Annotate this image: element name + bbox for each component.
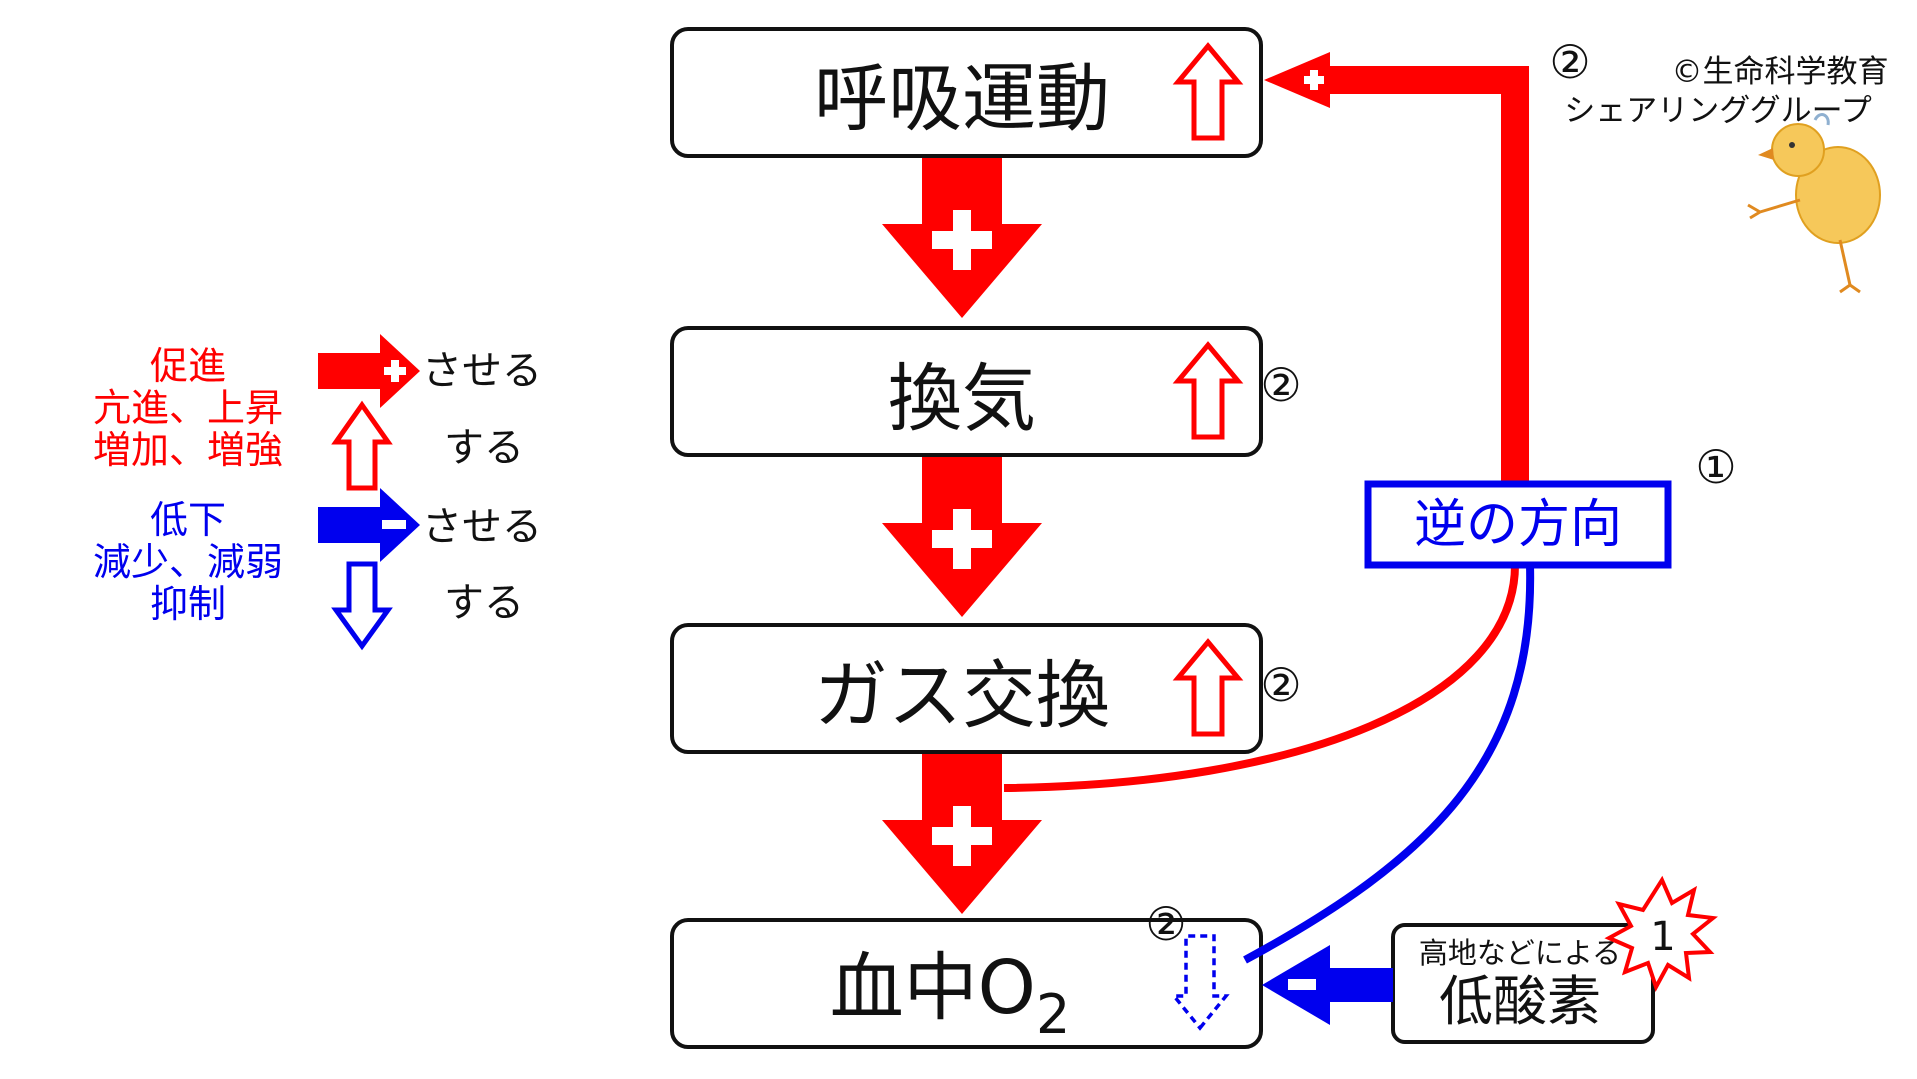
marker-two-ventilation: ②	[1260, 358, 1301, 412]
legend: 促進 亢進、上昇 増加、増強 させる する 低下 減少、減弱 抑制 させる	[93, 334, 542, 651]
box-ventilation-label: 換気	[888, 356, 1036, 442]
marker-two-top: ②	[1549, 35, 1590, 89]
legend-make-label-red: させる	[422, 348, 542, 394]
plus-down-arrow-2	[882, 457, 1042, 617]
plus-down-arrow-1	[882, 158, 1042, 318]
legend-make-label-blue: させる	[422, 504, 542, 550]
minus-icon	[1288, 979, 1316, 990]
marker-one: ①	[1695, 440, 1736, 494]
legend-down-arrow	[331, 561, 393, 651]
legend-suppress-1: 低下	[150, 498, 226, 542]
box-reverse-direction: 逆の方向	[1364, 480, 1672, 569]
blue-feedback-curve	[1243, 564, 1535, 964]
red-feedback-stem	[1330, 66, 1529, 565]
box-gas-exchange: ガス交換	[670, 623, 1263, 754]
marker-two-gas: ②	[1260, 658, 1301, 712]
legend-up-arrow	[331, 400, 393, 491]
box-ventilation: 換気	[670, 326, 1263, 457]
marker-two-blood: ②	[1145, 897, 1186, 951]
legend-do-label-red: する	[444, 425, 524, 471]
legend-do-label-blue: する	[444, 580, 524, 626]
box-gas-exchange-label: ガス交換	[814, 653, 1110, 739]
star-marker: 1	[1604, 875, 1718, 992]
legend-suppress-2: 減少、減弱	[93, 540, 283, 584]
box-blood-o2-label: 血中O2	[830, 945, 1071, 1046]
blue-minus-arrow	[1262, 945, 1393, 1025]
legend-promote-3: 増加、増強	[93, 428, 283, 472]
legend-promote-1: 促進	[150, 344, 226, 388]
legend-minus-arrow	[318, 488, 420, 562]
down-arrow-icon	[1170, 934, 1230, 1031]
up-arrow-icon	[331, 400, 393, 491]
copyright-line2: シェアリンググループ	[1564, 93, 1872, 129]
chick-mascot	[1747, 113, 1881, 294]
minus-icon	[382, 520, 406, 529]
down-arrow-icon	[331, 561, 393, 651]
red-feedback-arrowhead	[1264, 52, 1330, 108]
copyright-line1: ©生命科学教育	[1672, 54, 1889, 90]
box-hypoxia-top: 高地などによる	[1419, 936, 1621, 970]
red-feedback-curve	[1003, 564, 1519, 792]
box-hypoxia-main: 低酸素	[1439, 970, 1601, 1033]
legend-promote-2: 亢進、上昇	[93, 386, 283, 430]
box-hypoxia: 高地などによる 低酸素	[1391, 923, 1655, 1044]
plus-down-arrow-3	[882, 754, 1042, 914]
box-blood-o2: 血中O2	[670, 918, 1263, 1049]
box-respiration-label: 呼吸運動	[814, 56, 1110, 142]
box-respiration: 呼吸運動	[670, 27, 1263, 158]
legend-suppress-3: 抑制	[150, 582, 226, 626]
star-marker-label: 1	[1650, 914, 1675, 960]
legend-plus-arrow	[318, 334, 420, 408]
box-reverse-label: 逆の方向	[1414, 495, 1622, 555]
